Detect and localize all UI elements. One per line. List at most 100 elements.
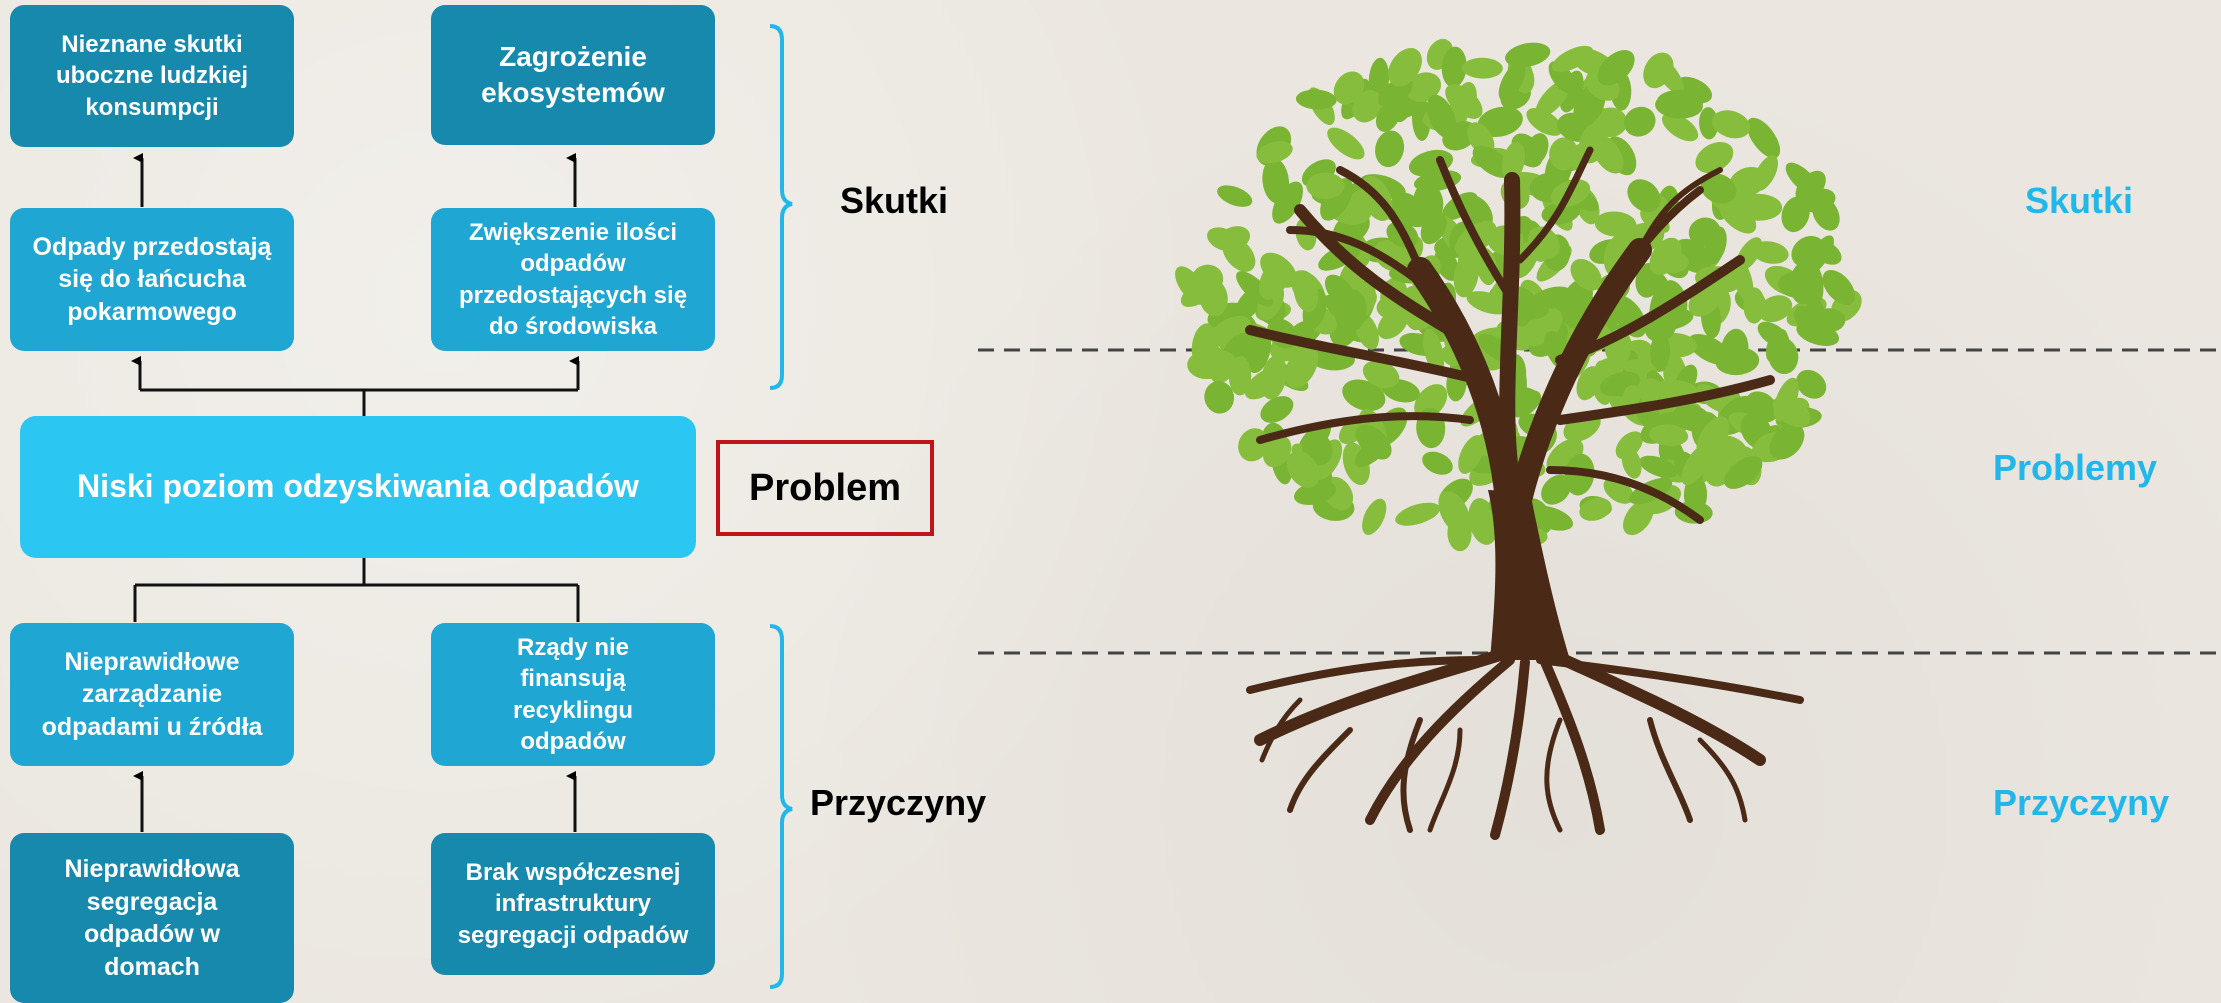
cause-box-mid-right: Rządy nie finansują recyklingu odpadów <box>431 623 715 766</box>
effect-box-mid-left: Odpady przedostają się do łańcucha pokar… <box>10 208 294 351</box>
leaf <box>1795 170 1826 204</box>
leaf <box>1327 127 1365 160</box>
leaf <box>1505 42 1551 68</box>
leaf <box>1771 423 1803 452</box>
leaf <box>1462 57 1503 79</box>
leaf <box>1352 89 1383 123</box>
cause-box-bottom-right: Brak współczesnej infrastruktury segrega… <box>431 833 715 975</box>
leaf <box>1773 377 1799 422</box>
core-problem-box: Niski poziom odzyskiwania odpadów <box>20 416 696 558</box>
leaf <box>1228 355 1252 396</box>
leaf <box>1649 424 1689 447</box>
problem-label-box: Problem <box>716 440 934 536</box>
leaf <box>1699 107 1719 140</box>
leaf <box>1388 47 1422 87</box>
leaf <box>1597 50 1635 86</box>
bracket-effects <box>769 24 793 390</box>
effect-box-top-left: Nieznane skutki uboczne ludzkiej konsump… <box>10 5 294 147</box>
leaf <box>1256 141 1293 164</box>
leaf <box>1781 196 1810 233</box>
leaf <box>1258 259 1290 300</box>
leaf <box>1472 145 1512 178</box>
tree-roots <box>1246 649 1804 840</box>
effect-text-mid-left: Odpady przedostają się do łańcucha pokar… <box>32 232 272 326</box>
leaf <box>1695 141 1734 174</box>
leaf <box>1822 269 1856 306</box>
leaf <box>1362 360 1400 389</box>
leaf <box>1800 260 1824 308</box>
leaf <box>1655 92 1703 119</box>
leaf <box>1375 101 1401 132</box>
leaf <box>1263 435 1292 468</box>
leaf <box>1650 331 1671 372</box>
leaf <box>1712 110 1751 139</box>
leaf <box>1812 308 1846 333</box>
tree-label-causes: Przyczyny <box>1993 782 2170 823</box>
leaf <box>1751 241 1789 264</box>
leaf <box>1796 369 1827 399</box>
leaf <box>1458 435 1484 474</box>
leaf <box>1652 54 1684 95</box>
leaf <box>1342 379 1386 412</box>
leaf <box>1753 155 1779 192</box>
effect-box-top-right: Zagrożenie ekosystemów <box>431 5 715 145</box>
leaf <box>1207 227 1239 252</box>
cause-box-mid-left: Nieprawidłowe zarządzanie odpadami u źró… <box>10 623 294 766</box>
leaf <box>1746 117 1781 159</box>
leaf <box>1295 89 1337 110</box>
tree-trunk <box>1488 490 1570 660</box>
leaf <box>1541 474 1572 505</box>
leaf <box>1286 450 1320 489</box>
leaf <box>1260 396 1294 423</box>
effect-text-top-right: Zagrożenie ekosystemów <box>481 40 665 108</box>
tree-branches <box>1245 146 1775 524</box>
bracket-causes <box>769 624 793 989</box>
leaf <box>1175 266 1207 305</box>
leaf <box>1639 455 1678 478</box>
cause-text-bottom-left: Nieprawidłowa segregacja odpadów w domac… <box>64 855 240 981</box>
leaf <box>1551 45 1594 72</box>
leaf <box>1501 141 1526 182</box>
leaf <box>1704 226 1727 265</box>
cause-text-bottom-right: Brak współczesnej infrastruktury segrega… <box>457 859 689 949</box>
leaf <box>1623 106 1656 137</box>
leaf <box>1700 173 1737 204</box>
leaf <box>1217 185 1253 207</box>
leaf <box>1320 178 1354 221</box>
leaf <box>1768 337 1799 375</box>
leaf <box>1715 347 1760 376</box>
label-problem: Problem <box>748 466 902 509</box>
leaf <box>1441 46 1467 88</box>
leaf <box>1476 247 1498 286</box>
effect-text-mid-right: Zwiększenie ilości odpadów przedostający… <box>458 219 688 340</box>
leaf <box>1426 94 1457 139</box>
leaf <box>1272 181 1304 224</box>
leaf <box>1526 107 1563 136</box>
leaf <box>1285 343 1319 389</box>
leaf <box>1731 257 1754 302</box>
leaf <box>1649 237 1682 276</box>
tree-label-effects: Skutki <box>2025 180 2134 221</box>
leaf <box>1293 270 1319 313</box>
leaf <box>1306 172 1345 200</box>
cause-box-bottom-left: Nieprawidłowa segregacja odpadów w domac… <box>10 833 294 1003</box>
leaf <box>1457 242 1479 284</box>
leaf <box>1338 289 1367 332</box>
tree-label-problems: Problemy <box>1993 447 2158 488</box>
leaf <box>1354 437 1389 467</box>
leaf <box>1724 456 1763 489</box>
leaf <box>1579 497 1612 521</box>
leaf <box>1423 328 1445 375</box>
leaf <box>1498 61 1526 102</box>
core-problem-text: Niski poziom odzyskiwania odpadów <box>77 468 639 505</box>
leaf <box>1654 379 1698 399</box>
cause-text-mid-left: Nieprawidłowe zarządzanie odpadami u źró… <box>41 647 263 741</box>
leaf <box>1623 499 1654 536</box>
leaf <box>1244 367 1284 400</box>
leaf <box>1420 211 1447 245</box>
leaf <box>1621 446 1642 479</box>
leaf <box>1549 137 1579 171</box>
